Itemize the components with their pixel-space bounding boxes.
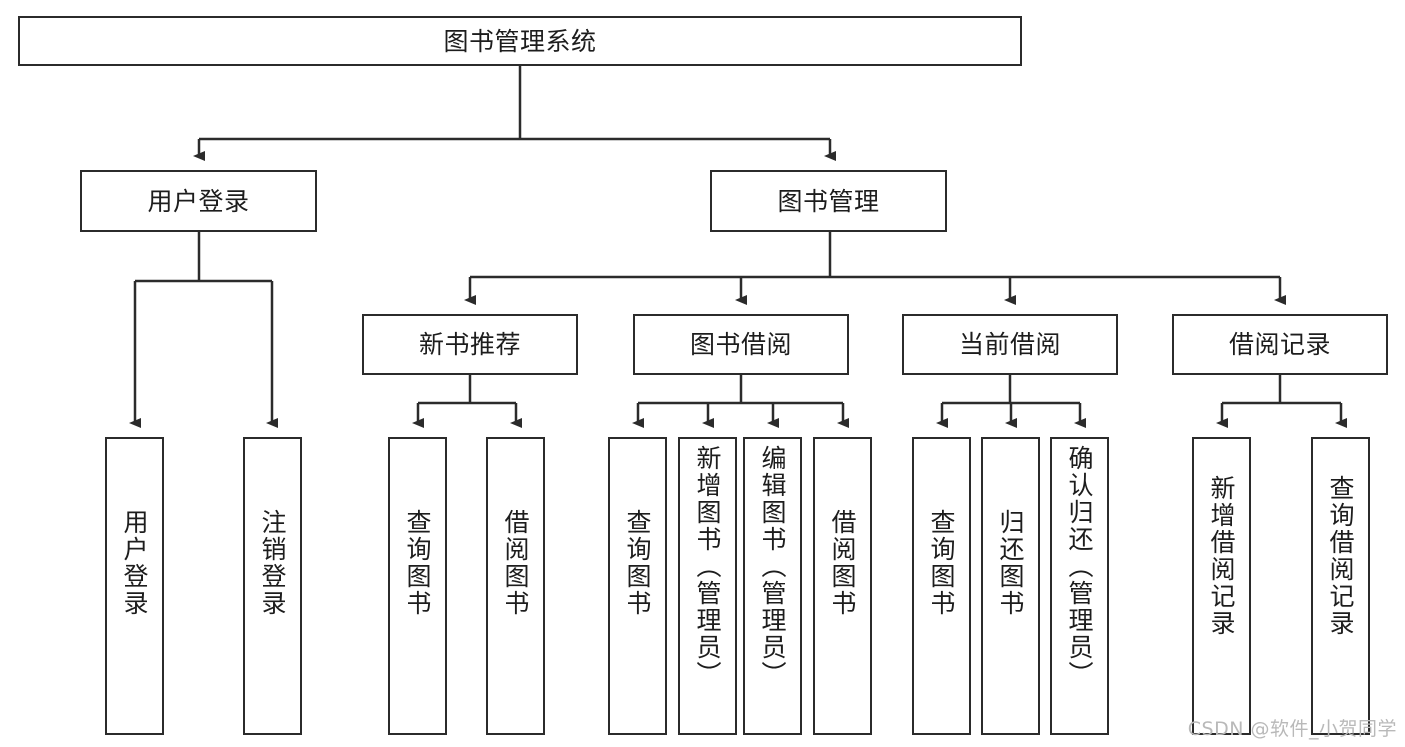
node-leaf-borrow-book-1[interactable]: 借阅图书 (486, 437, 545, 735)
node-leaf-edit-book-label: 编辑图书（管理员） (758, 445, 787, 688)
node-leaf-user-login[interactable]: 用户登录 (105, 437, 164, 735)
node-leaf-query-book-3[interactable]: 查询图书 (912, 437, 971, 735)
node-leaf-add-book[interactable]: 新增图书（管理员） (678, 437, 737, 735)
node-borrow-record-label: 借阅记录 (1228, 330, 1331, 359)
node-user-login[interactable]: 用户登录 (80, 170, 317, 232)
node-root-label: 图书管理系统 (443, 26, 597, 56)
node-leaf-query-book-1-label: 查询图书 (403, 509, 432, 617)
node-leaf-confirm-return[interactable]: 确认归还（管理员） (1050, 437, 1109, 735)
node-leaf-borrow-book-2-label: 借阅图书 (828, 509, 857, 617)
node-new-book-recommend-label: 新书推荐 (418, 330, 521, 359)
node-leaf-borrow-book-2[interactable]: 借阅图书 (813, 437, 872, 735)
node-book-borrow[interactable]: 图书借阅 (633, 314, 849, 375)
node-leaf-logout-label: 注销登录 (258, 509, 287, 617)
node-book-manage-label: 图书管理 (777, 186, 880, 216)
node-current-borrow[interactable]: 当前借阅 (902, 314, 1118, 375)
node-leaf-query-book-1[interactable]: 查询图书 (388, 437, 447, 735)
node-leaf-query-record[interactable]: 查询借阅记录 (1311, 437, 1370, 735)
node-leaf-return-book[interactable]: 归还图书 (981, 437, 1040, 735)
node-leaf-query-book-2[interactable]: 查询图书 (608, 437, 667, 735)
node-book-borrow-label: 图书借阅 (689, 330, 792, 359)
node-leaf-add-book-label: 新增图书（管理员） (693, 445, 722, 688)
node-leaf-edit-book[interactable]: 编辑图书（管理员） (743, 437, 802, 735)
node-leaf-user-login-label: 用户登录 (120, 509, 149, 617)
node-leaf-query-book-3-label: 查询图书 (927, 509, 956, 617)
node-leaf-confirm-return-label: 确认归还（管理员） (1065, 445, 1094, 688)
node-root[interactable]: 图书管理系统 (18, 16, 1022, 66)
node-borrow-record[interactable]: 借阅记录 (1172, 314, 1388, 375)
node-leaf-logout[interactable]: 注销登录 (243, 437, 302, 735)
node-leaf-query-book-2-label: 查询图书 (623, 509, 652, 617)
node-book-manage[interactable]: 图书管理 (710, 170, 947, 232)
node-leaf-query-record-label: 查询借阅记录 (1326, 475, 1355, 637)
node-new-book-recommend[interactable]: 新书推荐 (362, 314, 578, 375)
node-leaf-return-book-label: 归还图书 (996, 509, 1025, 617)
csdn-watermark: CSDN @软件_小贺同学 (1187, 718, 1397, 740)
node-current-borrow-label: 当前借阅 (958, 330, 1061, 359)
node-leaf-add-record[interactable]: 新增借阅记录 (1192, 437, 1251, 735)
node-leaf-borrow-book-1-label: 借阅图书 (501, 509, 530, 617)
node-user-login-label: 用户登录 (147, 186, 250, 216)
node-leaf-add-record-label: 新增借阅记录 (1207, 475, 1236, 637)
